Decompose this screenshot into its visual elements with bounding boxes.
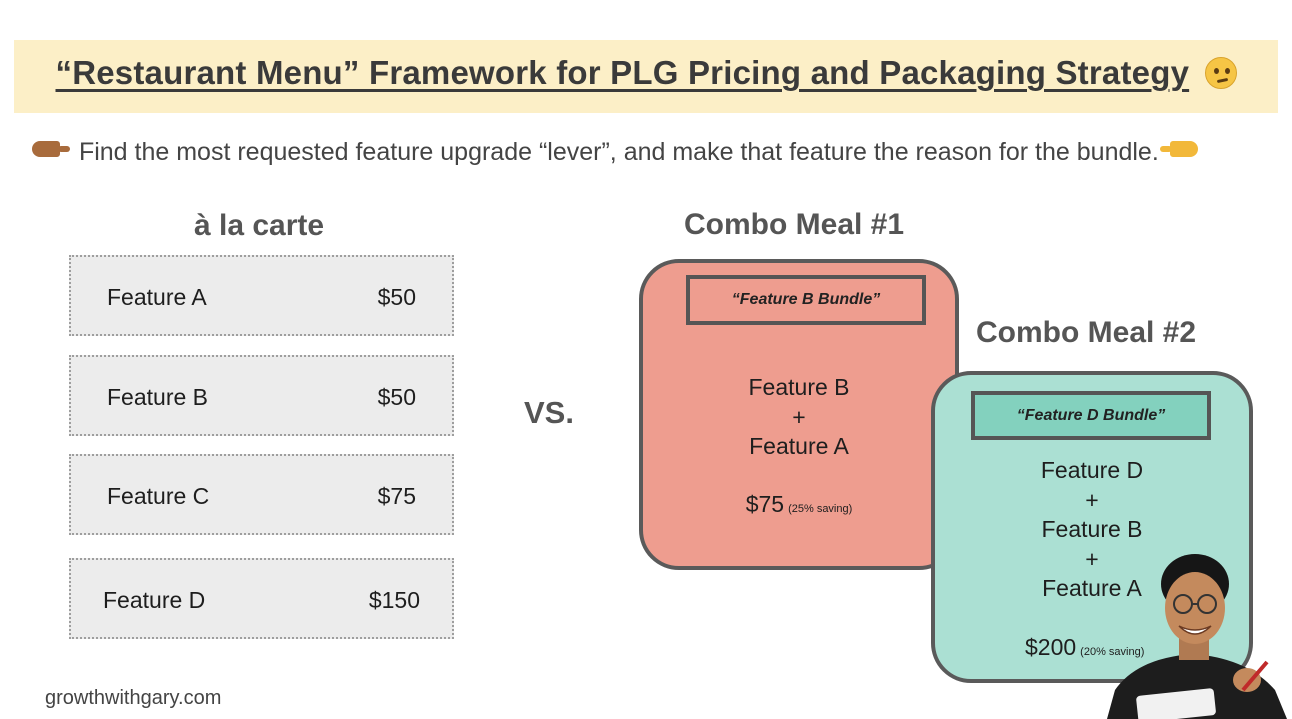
menu-item-name: Feature A xyxy=(107,284,207,310)
pointing-right-hand-icon xyxy=(32,141,70,157)
page-title: “Restaurant Menu” Framework for PLG Pric… xyxy=(14,54,1278,92)
subtitle-text: Find the most requested feature upgrade … xyxy=(78,138,1159,166)
combo2-card: “Feature D Bundle” Feature D + Feature B… xyxy=(931,371,1253,683)
combo1-price: $75 xyxy=(745,491,785,517)
combo1-price-row: $75(25% saving) xyxy=(643,491,955,518)
menu-item-price: $75 xyxy=(377,483,416,509)
menu-item-price: $50 xyxy=(377,384,416,410)
vs-label: VS. xyxy=(524,395,574,430)
combo2-line: Feature A xyxy=(1042,575,1142,601)
menu-item-price: $50 xyxy=(377,284,416,310)
menu-item-price: $150 xyxy=(368,587,420,613)
combo2-heading: Combo Meal #2 xyxy=(976,316,1197,349)
title-banner: “Restaurant Menu” Framework for PLG Pric… xyxy=(14,40,1278,113)
combo2-price-row: $200(20% saving) xyxy=(935,634,1249,661)
combo2-saving: (20% saving) xyxy=(1080,646,1145,658)
combo1-card: “Feature B Bundle” Feature B + Feature A… xyxy=(639,259,959,570)
combo2-line: Feature D xyxy=(1040,457,1144,483)
combo2-line: + xyxy=(1085,545,1099,572)
presenter-illustration xyxy=(1107,554,1287,719)
combo2-line: Feature B xyxy=(1041,516,1143,542)
pointing-left-hand-icon xyxy=(1159,141,1198,157)
combo1-saving: (25% saving) xyxy=(788,503,853,515)
thinking-face-icon xyxy=(1204,57,1237,89)
combo2-bundle-tag: “Feature D Bundle” xyxy=(971,391,1211,440)
menu-item-name: Feature B xyxy=(107,384,208,410)
menu-item: Feature A $50 xyxy=(69,255,454,336)
combo1-heading: Combo Meal #1 xyxy=(684,208,905,241)
page-title-text: “Restaurant Menu” Framework for PLG Pric… xyxy=(55,54,1190,91)
menu-item-name: Feature C xyxy=(107,483,210,509)
combo1-line: + xyxy=(792,403,806,430)
combo2-line: + xyxy=(1085,486,1099,513)
combo1-line: Feature B xyxy=(748,374,850,400)
combo2-features: Feature D + Feature B + Feature A xyxy=(935,456,1249,604)
subtitle: Find the most requested feature upgrade … xyxy=(32,138,1272,167)
presenter-webcam xyxy=(1097,530,1292,719)
menu-item-name: Feature D xyxy=(103,587,206,613)
combo2-price: $200 xyxy=(1025,634,1077,660)
menu-item: Feature B $50 xyxy=(69,355,454,436)
combo1-bundle-tag: “Feature B Bundle” xyxy=(686,275,926,325)
menu-item: Feature C $75 xyxy=(69,454,454,535)
combo1-features: Feature B + Feature A xyxy=(643,373,955,462)
combo1-line: Feature A xyxy=(749,433,849,459)
a-la-carte-heading: à la carte xyxy=(194,209,325,242)
menu-item: Feature D $150 xyxy=(69,558,454,639)
footer-site-url: growthwithgary.com xyxy=(45,687,222,709)
